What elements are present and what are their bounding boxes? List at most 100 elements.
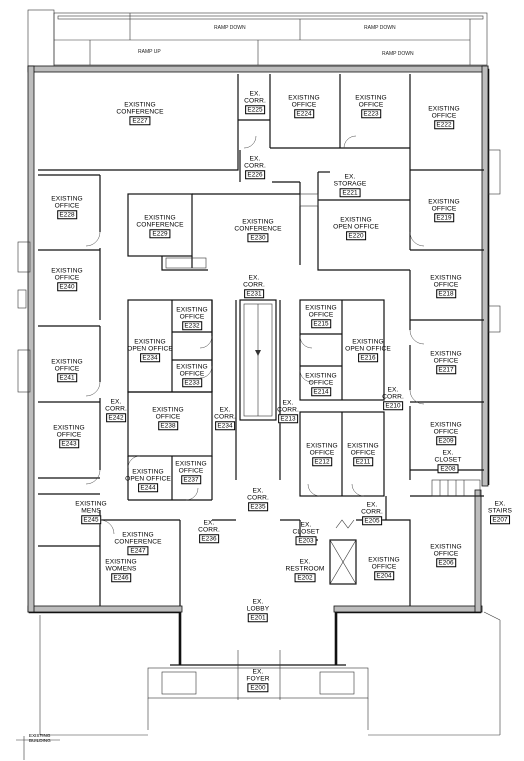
room-name-line: EX. — [252, 668, 264, 676]
room-name-line: EXISTING — [368, 556, 400, 564]
room-name-line: FOYER — [246, 675, 270, 683]
room-name-line: EXISTING — [75, 500, 107, 508]
room-code: E208 — [437, 463, 459, 473]
room-code: E217 — [435, 364, 457, 374]
room-code: E244 — [137, 482, 159, 492]
room-name-line: OFFICE — [350, 449, 376, 457]
room-name-line: OFFICE — [358, 101, 384, 109]
room-name-line: EX. — [110, 398, 122, 406]
room-name-line: EXISTING — [242, 218, 274, 226]
room-name-line: EX. — [252, 598, 264, 606]
room-code: E235 — [247, 501, 269, 511]
room-name-line: STAIRS — [488, 507, 512, 515]
room-name-line: CORR. — [214, 413, 236, 421]
room-name-line: EXISTING — [53, 424, 85, 432]
room-e234-corr: EX.CORR.E234 — [214, 406, 236, 430]
room-name-line: CORR. — [361, 508, 383, 516]
room-name-line: OFFICE — [431, 205, 457, 213]
room-name-line: EX. — [252, 487, 264, 495]
room-code: E245 — [80, 514, 102, 524]
room-code: E207 — [489, 514, 511, 524]
room-name-line: EXISTING — [175, 460, 207, 468]
room-name-line: CORR. — [105, 405, 127, 413]
room-name-line: OPEN OFFICE — [333, 223, 379, 231]
room-code: E204 — [373, 570, 395, 580]
room-name-line: EXISTING — [288, 94, 320, 102]
room-e226: EX.CORR.E226 — [244, 155, 266, 179]
room-code: E225 — [244, 104, 266, 114]
room-code: E242 — [105, 412, 127, 422]
room-name-line: EXISTING — [347, 442, 379, 450]
room-name-line: EXISTING — [428, 198, 460, 206]
room-name-line: CONFERENCE — [114, 538, 162, 546]
room-name-line: EX. — [387, 386, 399, 394]
room-e236: EX.CORR.E236 — [198, 519, 220, 543]
room-code: E202 — [294, 572, 316, 582]
room-name-line: OFFICE — [54, 274, 80, 282]
room-name-line: LOBBY — [246, 605, 270, 613]
room-name-line: EXISTING — [124, 101, 156, 109]
room-name-line: CONFERENCE — [234, 225, 282, 233]
room-code: E227 — [129, 115, 151, 125]
room-code: E219 — [433, 212, 455, 222]
room-code: E203 — [295, 535, 317, 545]
room-code: E241 — [56, 372, 78, 382]
entrance — [39, 611, 501, 736]
room-code: E209 — [435, 435, 457, 445]
room-code: E234 — [139, 352, 161, 362]
room-name-line: CORR. — [382, 393, 404, 401]
room-name-line: CORR. — [244, 97, 266, 105]
room-code: E231 — [243, 288, 265, 298]
room-code: E243 — [58, 438, 80, 448]
room-name-line: EXISTING — [132, 468, 164, 476]
room-name-line: MENS — [81, 507, 101, 515]
room-code: E234 — [214, 420, 236, 430]
room-code: E211 — [353, 456, 373, 466]
room-code: E238 — [157, 420, 179, 430]
room-name-line: OFFICE — [431, 112, 457, 120]
room-name-line: EX. — [300, 521, 312, 529]
room-name-line: OFFICE — [291, 101, 317, 109]
room-name-line: EXISTING — [306, 442, 338, 450]
room-code: E237 — [180, 474, 202, 484]
room-name-line: CORR. — [198, 526, 220, 534]
room-name-line: EX. — [203, 519, 215, 527]
room-e235: EX.CORR.E235 — [247, 487, 269, 511]
room-e231: EX.CORR.E231 — [243, 274, 265, 298]
room-code: E220 — [345, 230, 367, 240]
ramp-down-label-2: RAMP DOWN — [364, 25, 396, 31]
room-name-line: OPEN OFFICE — [345, 345, 391, 353]
room-code: E229 — [149, 228, 171, 238]
room-name-line: CONFERENCE — [136, 221, 184, 229]
room-name-line: OFFICE — [371, 563, 397, 571]
room-code: E223 — [360, 108, 382, 118]
room-code: E230 — [247, 232, 269, 242]
room-name-line: EXISTING — [430, 421, 462, 429]
room-code: E206 — [435, 557, 457, 567]
room-code: E221 — [339, 187, 361, 197]
outer-walls — [17, 65, 501, 614]
